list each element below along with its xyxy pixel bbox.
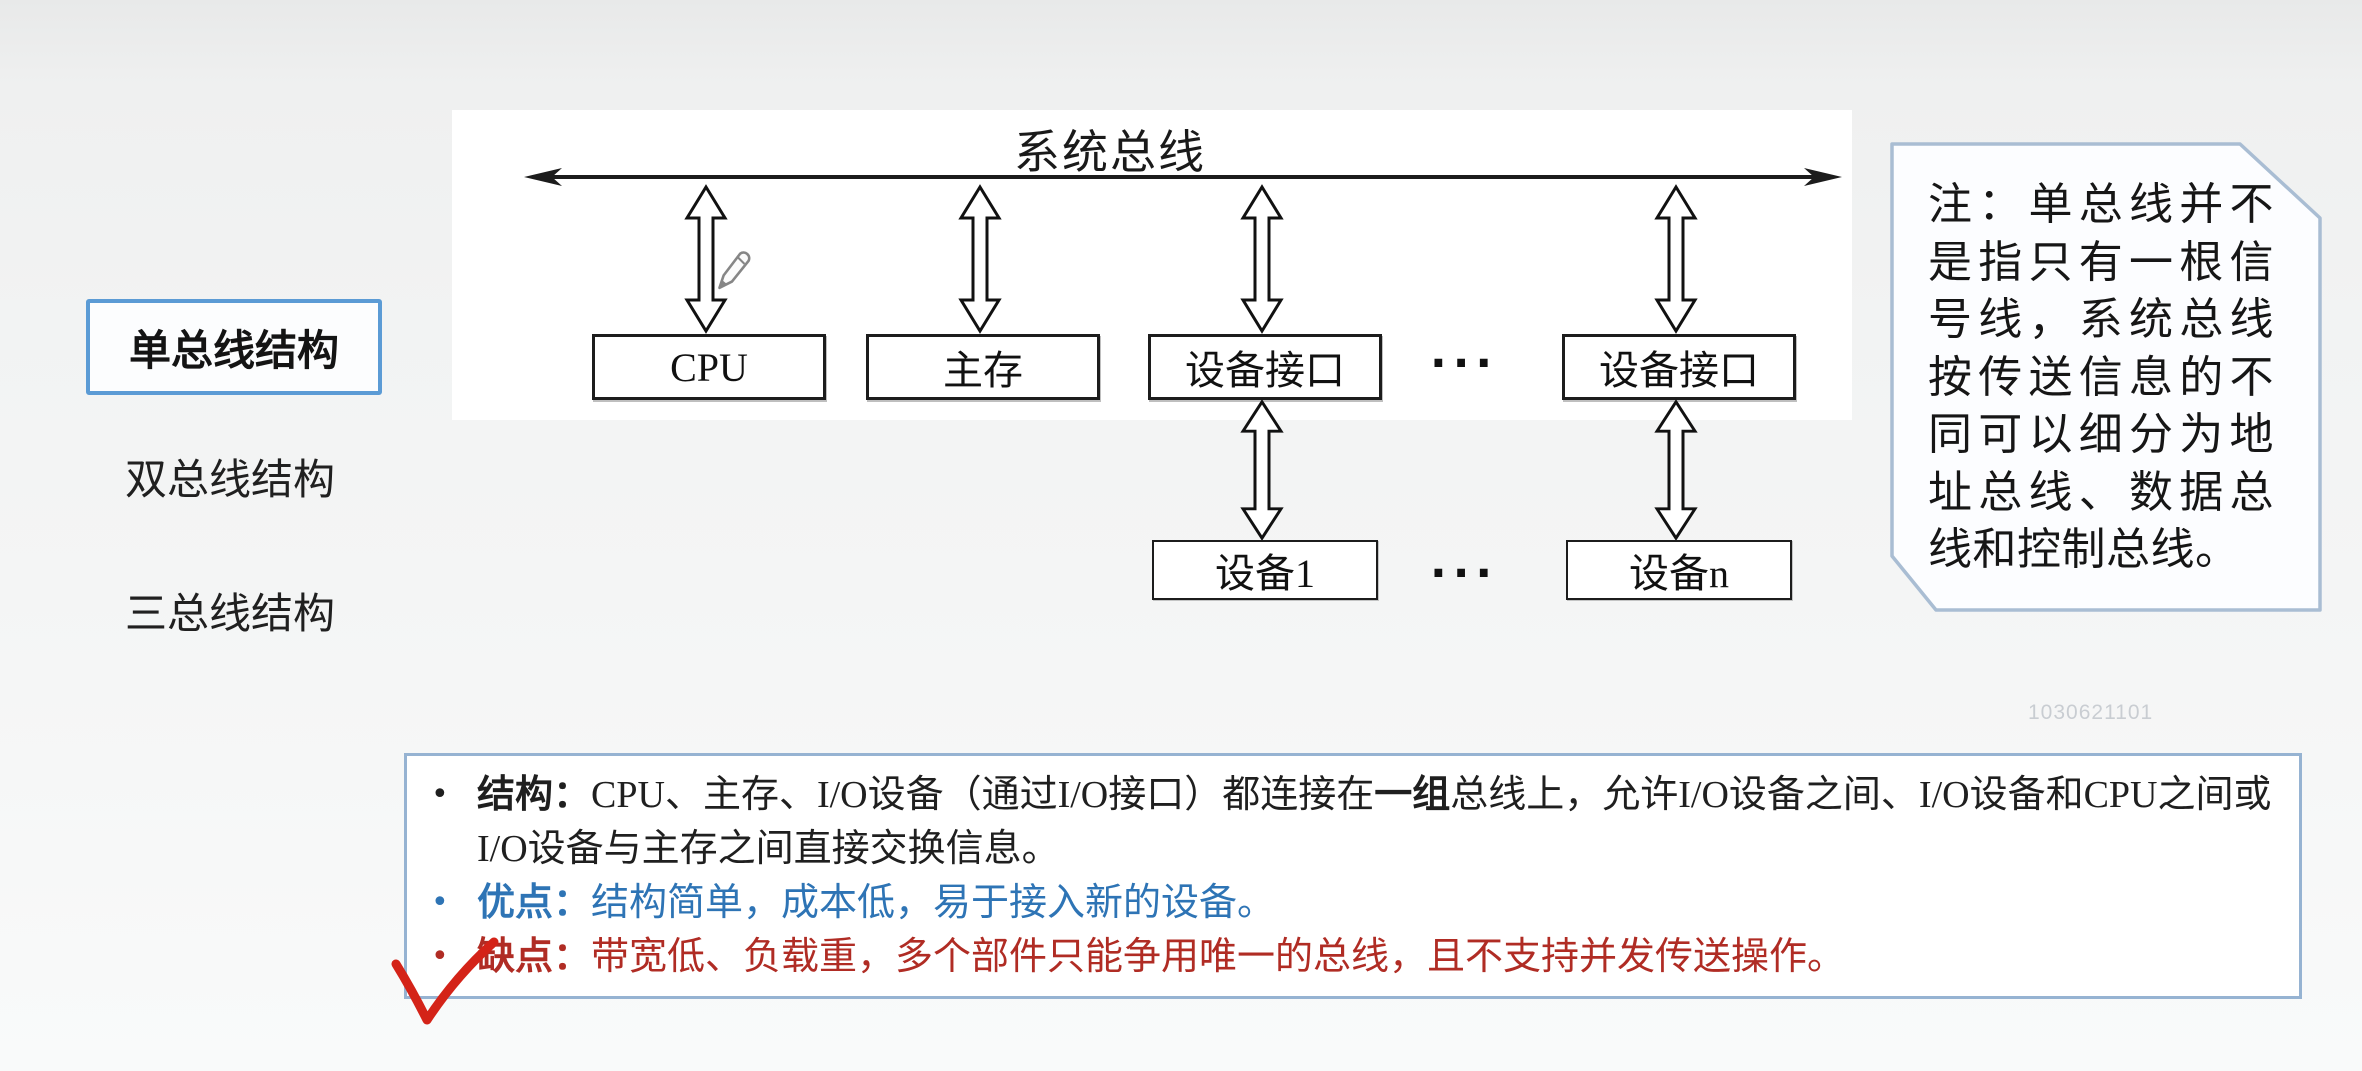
- bullet-disadvantage: • 缺点：带宽低、负载重，多个部件只能争用唯一的总线，且不支持并发传送操作。: [431, 930, 2279, 984]
- ellipsis-row1: ···: [1430, 338, 1499, 389]
- sidebar-item-single-bus: 单总线结构: [86, 299, 382, 395]
- bullet-marker: •: [431, 885, 449, 920]
- node-label: 设备n: [1629, 551, 1729, 596]
- node-label: 设备接口: [1599, 348, 1759, 393]
- double-arrow-icon: [1240, 184, 1284, 334]
- ellipsis-row2: ···: [1430, 548, 1499, 599]
- checkmark-annotation: [391, 937, 499, 1025]
- double-arrow-icon: [684, 184, 728, 334]
- sidebar-item-label: 双总线结构: [124, 456, 335, 503]
- double-arrow-icon: [1654, 184, 1698, 334]
- pencil-cursor-icon: [718, 251, 751, 290]
- bullet-text: 优点：结构简单，成本低，易于接入新的设备。: [477, 876, 2279, 930]
- sidebar-item-double-bus: 双总线结构: [86, 446, 374, 507]
- diagram-node-device-n: 设备n: [1566, 540, 1792, 600]
- sidebar-item-label: 三总线结构: [124, 590, 335, 637]
- bullet-body: 带宽低、负载重，多个部件只能争用唯一的总线，且不支持并发传送操作。: [591, 936, 1846, 978]
- sidebar-item-triple-bus: 三总线结构: [86, 580, 374, 641]
- diagram-node-cpu: CPU: [592, 334, 826, 400]
- bullet-text: 缺点：带宽低、负载重，多个部件只能争用唯一的总线，且不支持并发传送操作。: [477, 930, 2279, 984]
- details-panel: • 结构：CPU、主存、I/O设备（通过I/O接口）都连接在一组总线上，允许I/…: [404, 753, 2302, 999]
- diagram-node-main-memory: 主存: [866, 334, 1100, 400]
- diagram-node-device-1: 设备1: [1152, 540, 1378, 600]
- node-label: 主存: [943, 348, 1023, 393]
- watermark: 1030621101: [2028, 701, 2154, 724]
- bullet-marker: •: [431, 939, 449, 974]
- bullet-advantage: • 优点：结构简单，成本低，易于接入新的设备。: [431, 876, 2279, 930]
- diagram-node-device-interface-1: 设备接口: [1148, 334, 1382, 400]
- system-bus-arrow-line: [524, 168, 1842, 186]
- bullet-body: 结构简单，成本低，易于接入新的设备。: [591, 882, 1276, 924]
- system-bus-label: 系统总线: [1014, 127, 1206, 178]
- bullet-body: 总线上，允许I/O设备之间、I/O设备和CPU之间或I/O设备与主存之间直接交换…: [477, 774, 2272, 870]
- node-label: 设备接口: [1185, 348, 1345, 393]
- bullet-body-emphasis: 一组: [1374, 774, 1451, 816]
- bullet-text: 结构：CPU、主存、I/O设备（通过I/O接口）都连接在一组总线上，允许I/O设…: [477, 768, 2279, 876]
- bullet-body: CPU、主存、I/O设备（通过I/O接口）都连接在: [591, 774, 1375, 816]
- sidebar-item-label: 单总线结构: [128, 326, 339, 374]
- double-arrow-icon: [958, 184, 1002, 334]
- bullet-prefix: 结构：: [477, 774, 592, 816]
- bullet-prefix: 优点：: [477, 882, 592, 924]
- double-arrow-icon: [1240, 399, 1284, 541]
- diagram-node-device-interface-n: 设备接口: [1562, 334, 1796, 400]
- node-label: 设备1: [1215, 551, 1315, 596]
- bullet-structure: • 结构：CPU、主存、I/O设备（通过I/O接口）都连接在一组总线上，允许I/…: [431, 768, 2279, 876]
- note-callout-shape: [1890, 142, 2322, 612]
- double-arrow-icon: [1654, 399, 1698, 541]
- bullet-marker: •: [431, 777, 449, 812]
- node-label: CPU: [670, 344, 748, 390]
- note-text: 注：单总线并不是指只有一根信号线，系统总线按传送信息的不同可以细分为地址总线、数…: [1928, 180, 2274, 574]
